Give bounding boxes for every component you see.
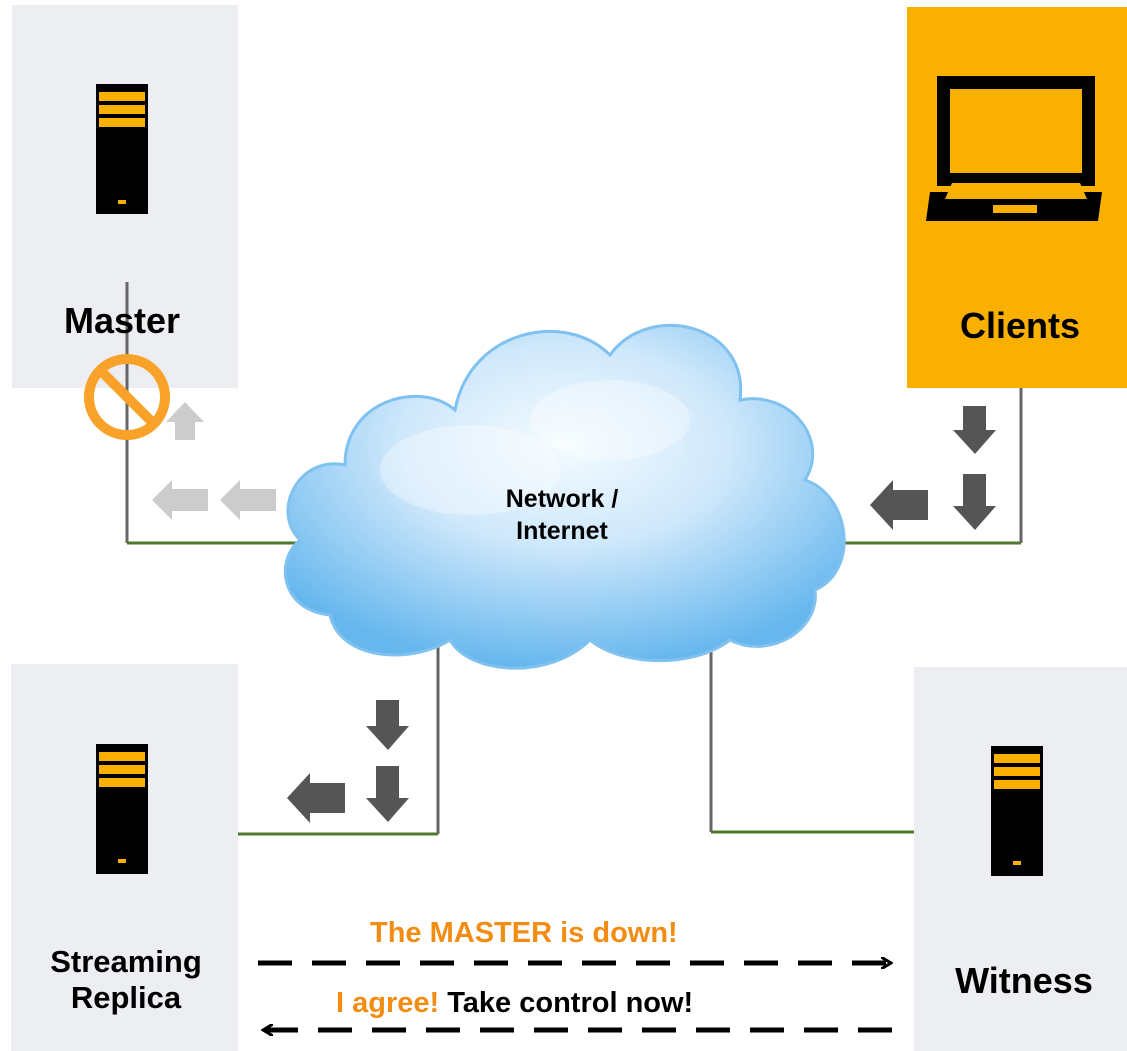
network-label: Network / Internet: [462, 483, 662, 547]
arrow-left-icon: [870, 480, 928, 530]
replica-label-line1: Streaming: [50, 944, 202, 979]
replica-traffic-arrows: [287, 700, 409, 823]
down-prohibited-icon: [84, 354, 170, 440]
master-server-icon: [96, 84, 148, 214]
witness-label: Witness: [955, 960, 1093, 1001]
replica-label-line2: Replica: [70, 980, 182, 1015]
clients-label: Clients: [959, 305, 1081, 346]
arrow-left-icon: [220, 480, 276, 520]
arrow-down-icon: [953, 474, 996, 530]
cloud-icon: [283, 323, 846, 670]
master-traffic-arrows: [152, 402, 276, 520]
message-master-down: The MASTER is down!: [370, 917, 678, 949]
message-agree-row: I agree! Take control now!: [336, 987, 693, 1020]
message-agree: I agree!: [336, 987, 440, 1019]
network-label-line2: Internet: [516, 517, 608, 545]
replica-server-icon: [96, 744, 148, 874]
witness-server-icon: [991, 746, 1043, 876]
connection-master: [125, 282, 300, 545]
message-take-control: Take control now!: [447, 987, 694, 1019]
arrow-left-icon: [287, 773, 345, 823]
master-label: Master: [63, 300, 181, 341]
replica-label: Streaming Replica: [20, 944, 232, 1016]
clients-traffic-arrows: [870, 406, 996, 530]
arrow-left-icon: [152, 480, 208, 520]
arrow-up-icon: [166, 402, 204, 440]
connection-clients: [840, 388, 1023, 545]
connection-witness: [709, 636, 914, 834]
arrow-down-icon: [366, 766, 409, 822]
arrow-down-icon: [366, 700, 409, 750]
laptop-icon: [926, 76, 1102, 221]
network-label-line1: Network /: [505, 485, 619, 513]
arrow-down-icon: [953, 406, 996, 454]
connection-replica: [238, 640, 440, 836]
